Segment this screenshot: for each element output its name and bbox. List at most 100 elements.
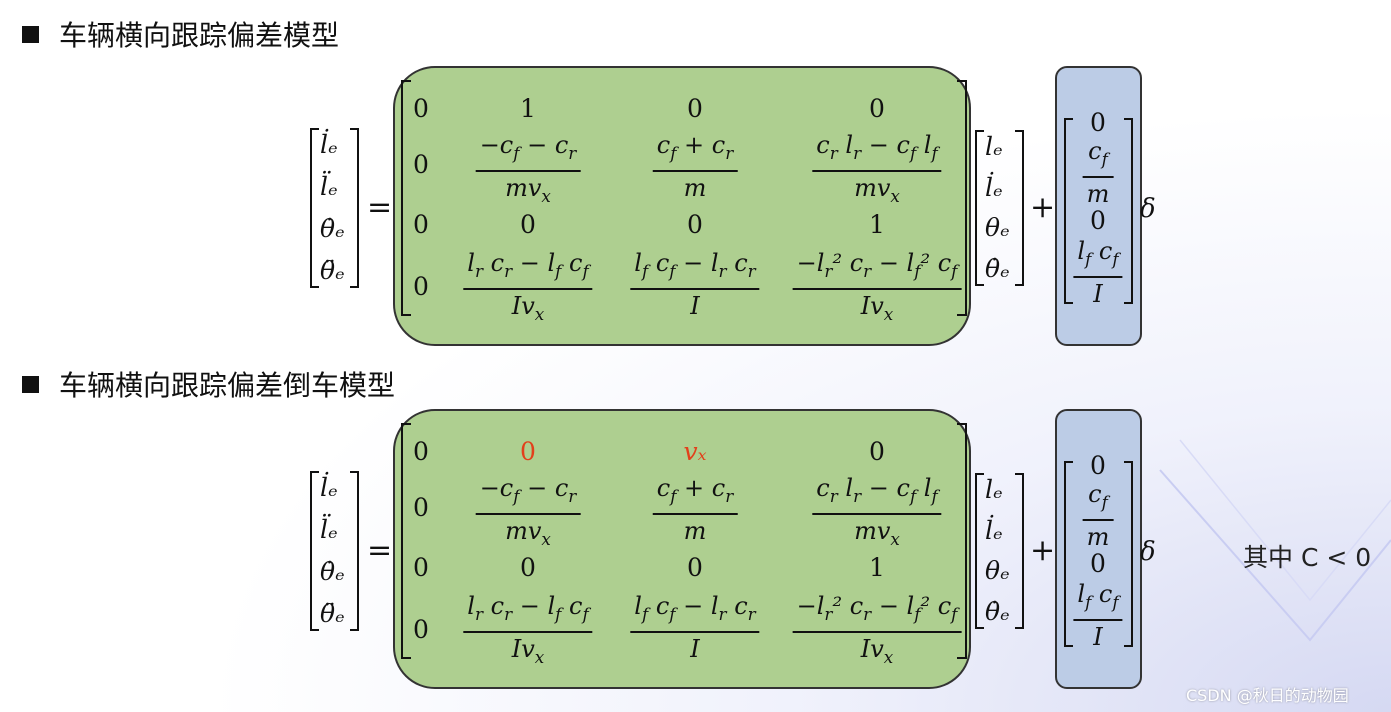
fraction-numerator: −lr² cr − lf² cf [796,592,958,624]
lhs-right-bracket [350,471,359,631]
input-fraction: cf m [1082,138,1114,208]
watermark: CSDN @秋日的动物园 [1186,686,1349,705]
state-right-bracket [1015,130,1024,286]
square-bullet-icon [22,25,39,43]
lhs-vector: l̇ₑ l̈ₑ θ̇ₑ θ̈ₑ [320,130,345,286]
fraction-bar [652,512,738,515]
fraction-numerator: lr cr − lf cf [467,592,589,624]
matrix-cell: 0 [413,210,429,239]
matrix-cell-highlight: 0 [520,437,536,466]
state-entry: lₑ [985,475,1003,504]
fraction-bar [463,287,593,290]
fraction-denominator: mvx [854,516,900,549]
fraction-numerator: cr lr − cf lf [816,474,938,506]
matrix-fraction: lr cr − lf cf Ivx [463,592,593,670]
state-left-bracket [975,473,984,629]
lhs-right-bracket [350,128,359,288]
input-fraction: lf cf I [1073,581,1123,651]
square-bullet-icon [22,375,39,393]
fraction-bar [1082,175,1114,178]
plus-sign: + [1030,533,1056,568]
matrix-fraction: cf + cr m [652,131,738,202]
section-heading-model: 车辆横向跟踪偏差模型 [22,14,339,54]
input-cell: 0 [1090,206,1106,235]
fraction-denominator: Ivx [511,291,545,324]
equation-reverse: l̇ₑ l̈ₑ θ̇ₑ θ̈ₑ = 0 0 vₓ 0 0 −cf − cr mv… [0,409,1391,699]
matrix-left-bracket [401,423,411,659]
system-matrix-box [393,409,971,689]
lhs-entry: l̇ₑ [320,473,338,502]
fraction-bar [475,169,581,172]
lhs-vector: l̇ₑ l̈ₑ θ̇ₑ θ̈ₑ [320,473,345,629]
fraction-bar [812,512,942,515]
fraction-bar [792,630,962,633]
input-right-bracket [1124,118,1133,304]
section-heading-text: 车辆横向跟踪偏差模型 [59,19,340,52]
matrix-cell-highlight: vₓ [683,437,707,466]
matrix-cell: 0 [869,94,885,123]
matrix-cell: 0 [413,94,429,123]
matrix-cell: 0 [413,272,429,301]
input-left-bracket [1064,118,1073,304]
input-fraction: cf m [1082,481,1114,550]
fraction-denominator: mvx [505,516,551,549]
matrix-cell: 0 [413,493,429,522]
matrix-cell: 0 [413,553,429,582]
matrix-cell: 0 [687,94,703,123]
matrix-cell: 0 [687,210,703,239]
lhs-left-bracket [310,128,319,288]
matrix-cell: 1 [520,94,536,123]
fraction-denominator: I [1093,279,1103,308]
lhs-entry: θ̇ₑ [320,214,345,243]
state-right-bracket [1015,473,1024,629]
input-matrix-box [1055,66,1142,346]
fraction-denominator: I [690,634,700,663]
matrix-cell: 0 [869,437,885,466]
fraction-bar [630,287,760,290]
input-cell: 0 [1090,549,1106,578]
matrix-cell: 1 [869,210,885,239]
fraction-bar [1073,618,1123,621]
input-fraction: lf cf I [1073,237,1123,308]
fraction-bar [652,169,738,172]
fraction-numerator: lr cr − lf cf [467,249,589,281]
fraction-denominator: m [1086,179,1110,208]
fraction-numerator: −cf − cr [479,474,577,506]
lhs-entry: θ̈ₑ [320,256,345,285]
fraction-denominator: m [683,173,707,202]
lhs-entry: l̈ₑ [320,515,338,544]
fraction-numerator: −lr² cr − lf² cf [796,249,958,281]
fraction-numerator: lf cf − lr cr [634,249,756,281]
fraction-bar [812,169,942,172]
matrix-right-bracket [957,80,967,316]
system-matrix-box [393,66,971,346]
fraction-denominator: m [683,516,707,545]
matrix-fraction: −lr² cr − lf² cf Ivx [792,592,962,670]
fraction-numerator: lf cf − lr cr [634,592,756,624]
input-cell: 0 [1090,451,1106,480]
state-entry: lₑ [985,132,1003,161]
matrix-cell: 1 [869,553,885,582]
fraction-denominator: mvx [505,173,551,206]
matrix-fraction: cr lr − cf lf mvx [812,474,942,552]
matrix-fraction: lf cf − lr cr I [630,249,760,319]
input-matrix-box [1055,409,1142,689]
fraction-denominator: Ivx [860,634,894,667]
matrix-cell: 0 [413,437,429,466]
section-heading-text: 车辆横向跟踪偏差倒车模型 [59,369,396,402]
steering-angle-symbol: δ [1140,194,1156,224]
constraint-note: 其中 C < 0 [1243,543,1372,572]
matrix-cell: 0 [413,150,429,179]
equals-sign: = [367,533,393,568]
input-right-bracket [1124,461,1133,647]
fraction-numerator: lf cf [1077,237,1119,269]
matrix-fraction: lf cf − lr cr I [630,592,760,663]
state-left-bracket [975,130,984,286]
input-cell: 0 [1090,108,1106,137]
lhs-entry: l̈ₑ [320,172,338,201]
fraction-numerator: cf + cr [656,131,734,163]
fraction-denominator: I [1093,622,1103,651]
lhs-entry: l̇ₑ [320,130,338,159]
fraction-bar [1073,275,1123,278]
state-entry: θ̇ₑ [985,596,1010,626]
